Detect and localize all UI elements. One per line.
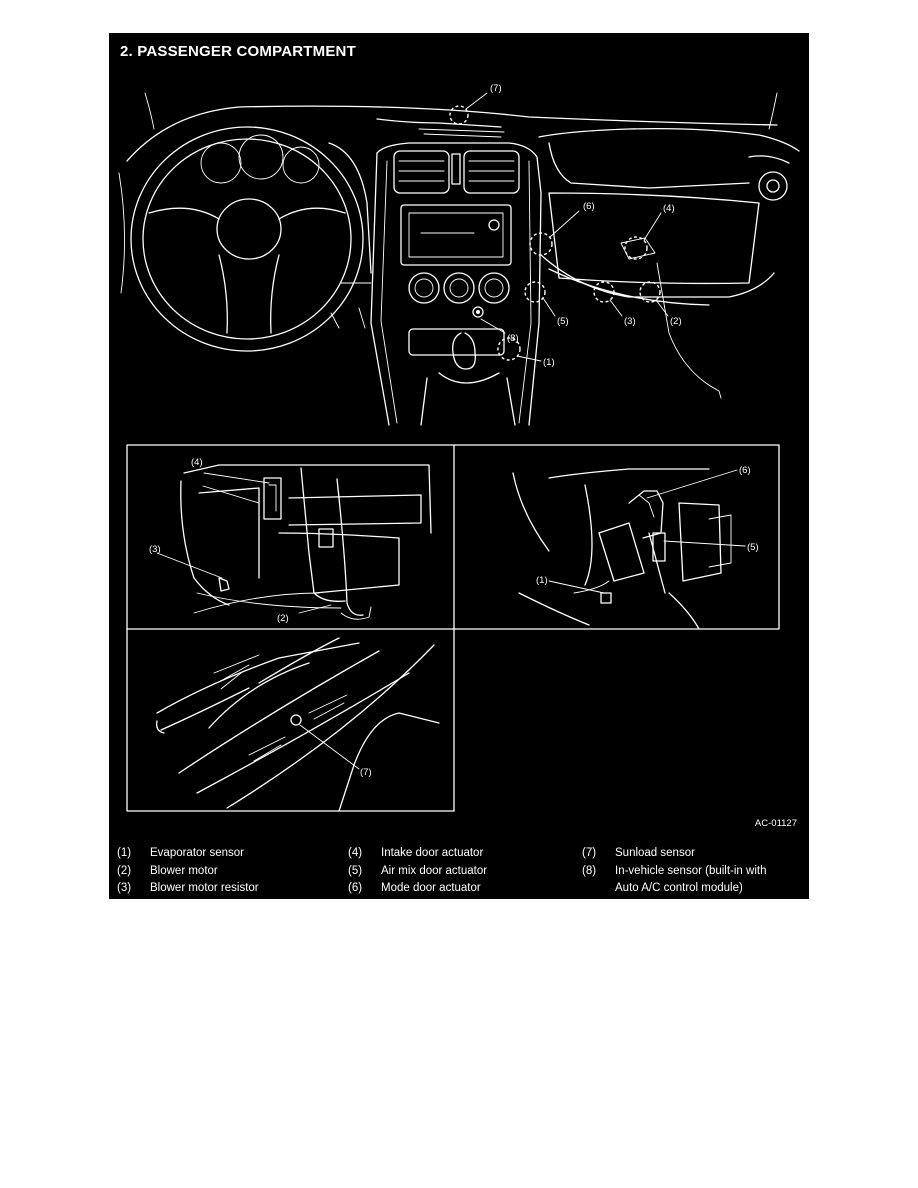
legend-label: Intake door actuator — [381, 847, 484, 859]
legend-item: (2) Blower motor — [117, 863, 259, 881]
callout-3-detail: (3) — [149, 544, 161, 555]
blower-unit-detail — [156, 464, 432, 620]
legend-label: Blower motor — [150, 864, 218, 877]
callout-7-main: (7) — [490, 83, 502, 94]
legend-label: Evaporator sensor — [150, 847, 244, 859]
legend-number: (2) — [117, 864, 132, 877]
legend-item: (5) Air mix door actuator — [348, 863, 487, 881]
legend-label: Air mix door actuator — [381, 864, 488, 877]
legend-label: Mode door actuator — [381, 882, 481, 894]
callout-7-detail: (7) — [360, 767, 372, 778]
legend-item-continued: Auto A/C control module) — [582, 880, 766, 898]
detail-panels-frame — [126, 444, 780, 812]
legend-item: (1) Evaporator sensor — [117, 845, 259, 863]
figure-id: AC-01127 — [754, 818, 797, 829]
callout-3-main: (3) — [624, 316, 636, 327]
evaporator-sensor-marker — [497, 337, 521, 361]
sunload-sensor-detail-marker — [290, 714, 302, 726]
mode-door-actuator-marker — [529, 232, 553, 256]
callout-2-main: (2) — [670, 316, 682, 327]
callout-1-detail: (1) — [536, 575, 548, 586]
legend-item: (7) Sunload sensor — [582, 845, 766, 863]
in-vehicle-sensor-leader — [480, 318, 506, 334]
callout-6-main: (6) — [583, 201, 595, 212]
callout-5-detail: (5) — [747, 542, 759, 553]
legend-number: (1) — [117, 847, 132, 859]
callout-4-main: (4) — [663, 203, 675, 214]
sunload-sensor-detail — [156, 637, 440, 812]
legend-item: (6) Mode door actuator — [348, 880, 487, 898]
callout-1-main: (1) — [543, 357, 555, 368]
legend-number: (8) — [582, 864, 597, 877]
air-mix-door-actuator-marker — [524, 281, 546, 303]
legend-column-1: (1) Evaporator sensor (2) Blower motor (3)… — [117, 845, 259, 898]
legend-item: (4) Intake door actuator — [348, 845, 487, 863]
legend-number: (5) — [348, 864, 363, 877]
legend-label: In-vehicle sensor (built-in with — [615, 864, 767, 877]
blower-motor-resistor-marker — [593, 281, 615, 303]
legend-label: Auto A/C control module) — [615, 882, 743, 894]
section-title: 2. PASSENGER COMPARTMENT — [120, 43, 356, 60]
heater-unit-detail — [512, 468, 746, 630]
callout-8-main: (8) — [507, 333, 519, 344]
sunload-sensor-marker — [449, 105, 469, 125]
legend-label: Blower motor resistor — [150, 882, 259, 894]
legend-number: (7) — [582, 847, 597, 859]
legend-number: (4) — [348, 847, 363, 859]
legend-number: (3) — [117, 882, 132, 894]
legend-number: (6) — [348, 882, 363, 894]
intake-door-actuator-marker — [624, 236, 648, 260]
callout-5-main: (5) — [557, 316, 569, 327]
blower-motor-marker — [639, 281, 661, 303]
legend-label: Sunload sensor — [615, 847, 695, 859]
callout-4-detail: (4) — [191, 457, 203, 468]
callout-6-detail: (6) — [739, 465, 751, 476]
diagram-drawing: (7) (6) (4) (5) (3) (2) (8) (1) — [118, 83, 800, 812]
legend-column-3: (7) Sunload sensor (8) In-vehicle sensor (… — [582, 845, 766, 898]
callout-2-detail: (2) — [277, 613, 289, 624]
legend-item: (3) Blower motor resistor — [117, 880, 259, 898]
diagram-sheet: 2. PASSENGER COMPARTMENT — [109, 33, 809, 899]
legend-item: (8) In-vehicle sensor (built-in with — [582, 863, 766, 881]
dashboard-illustration — [118, 92, 800, 426]
main-view-callouts — [449, 92, 669, 362]
legend-column-2: (4) Intake door actuator (5) Air mix door … — [348, 845, 487, 898]
